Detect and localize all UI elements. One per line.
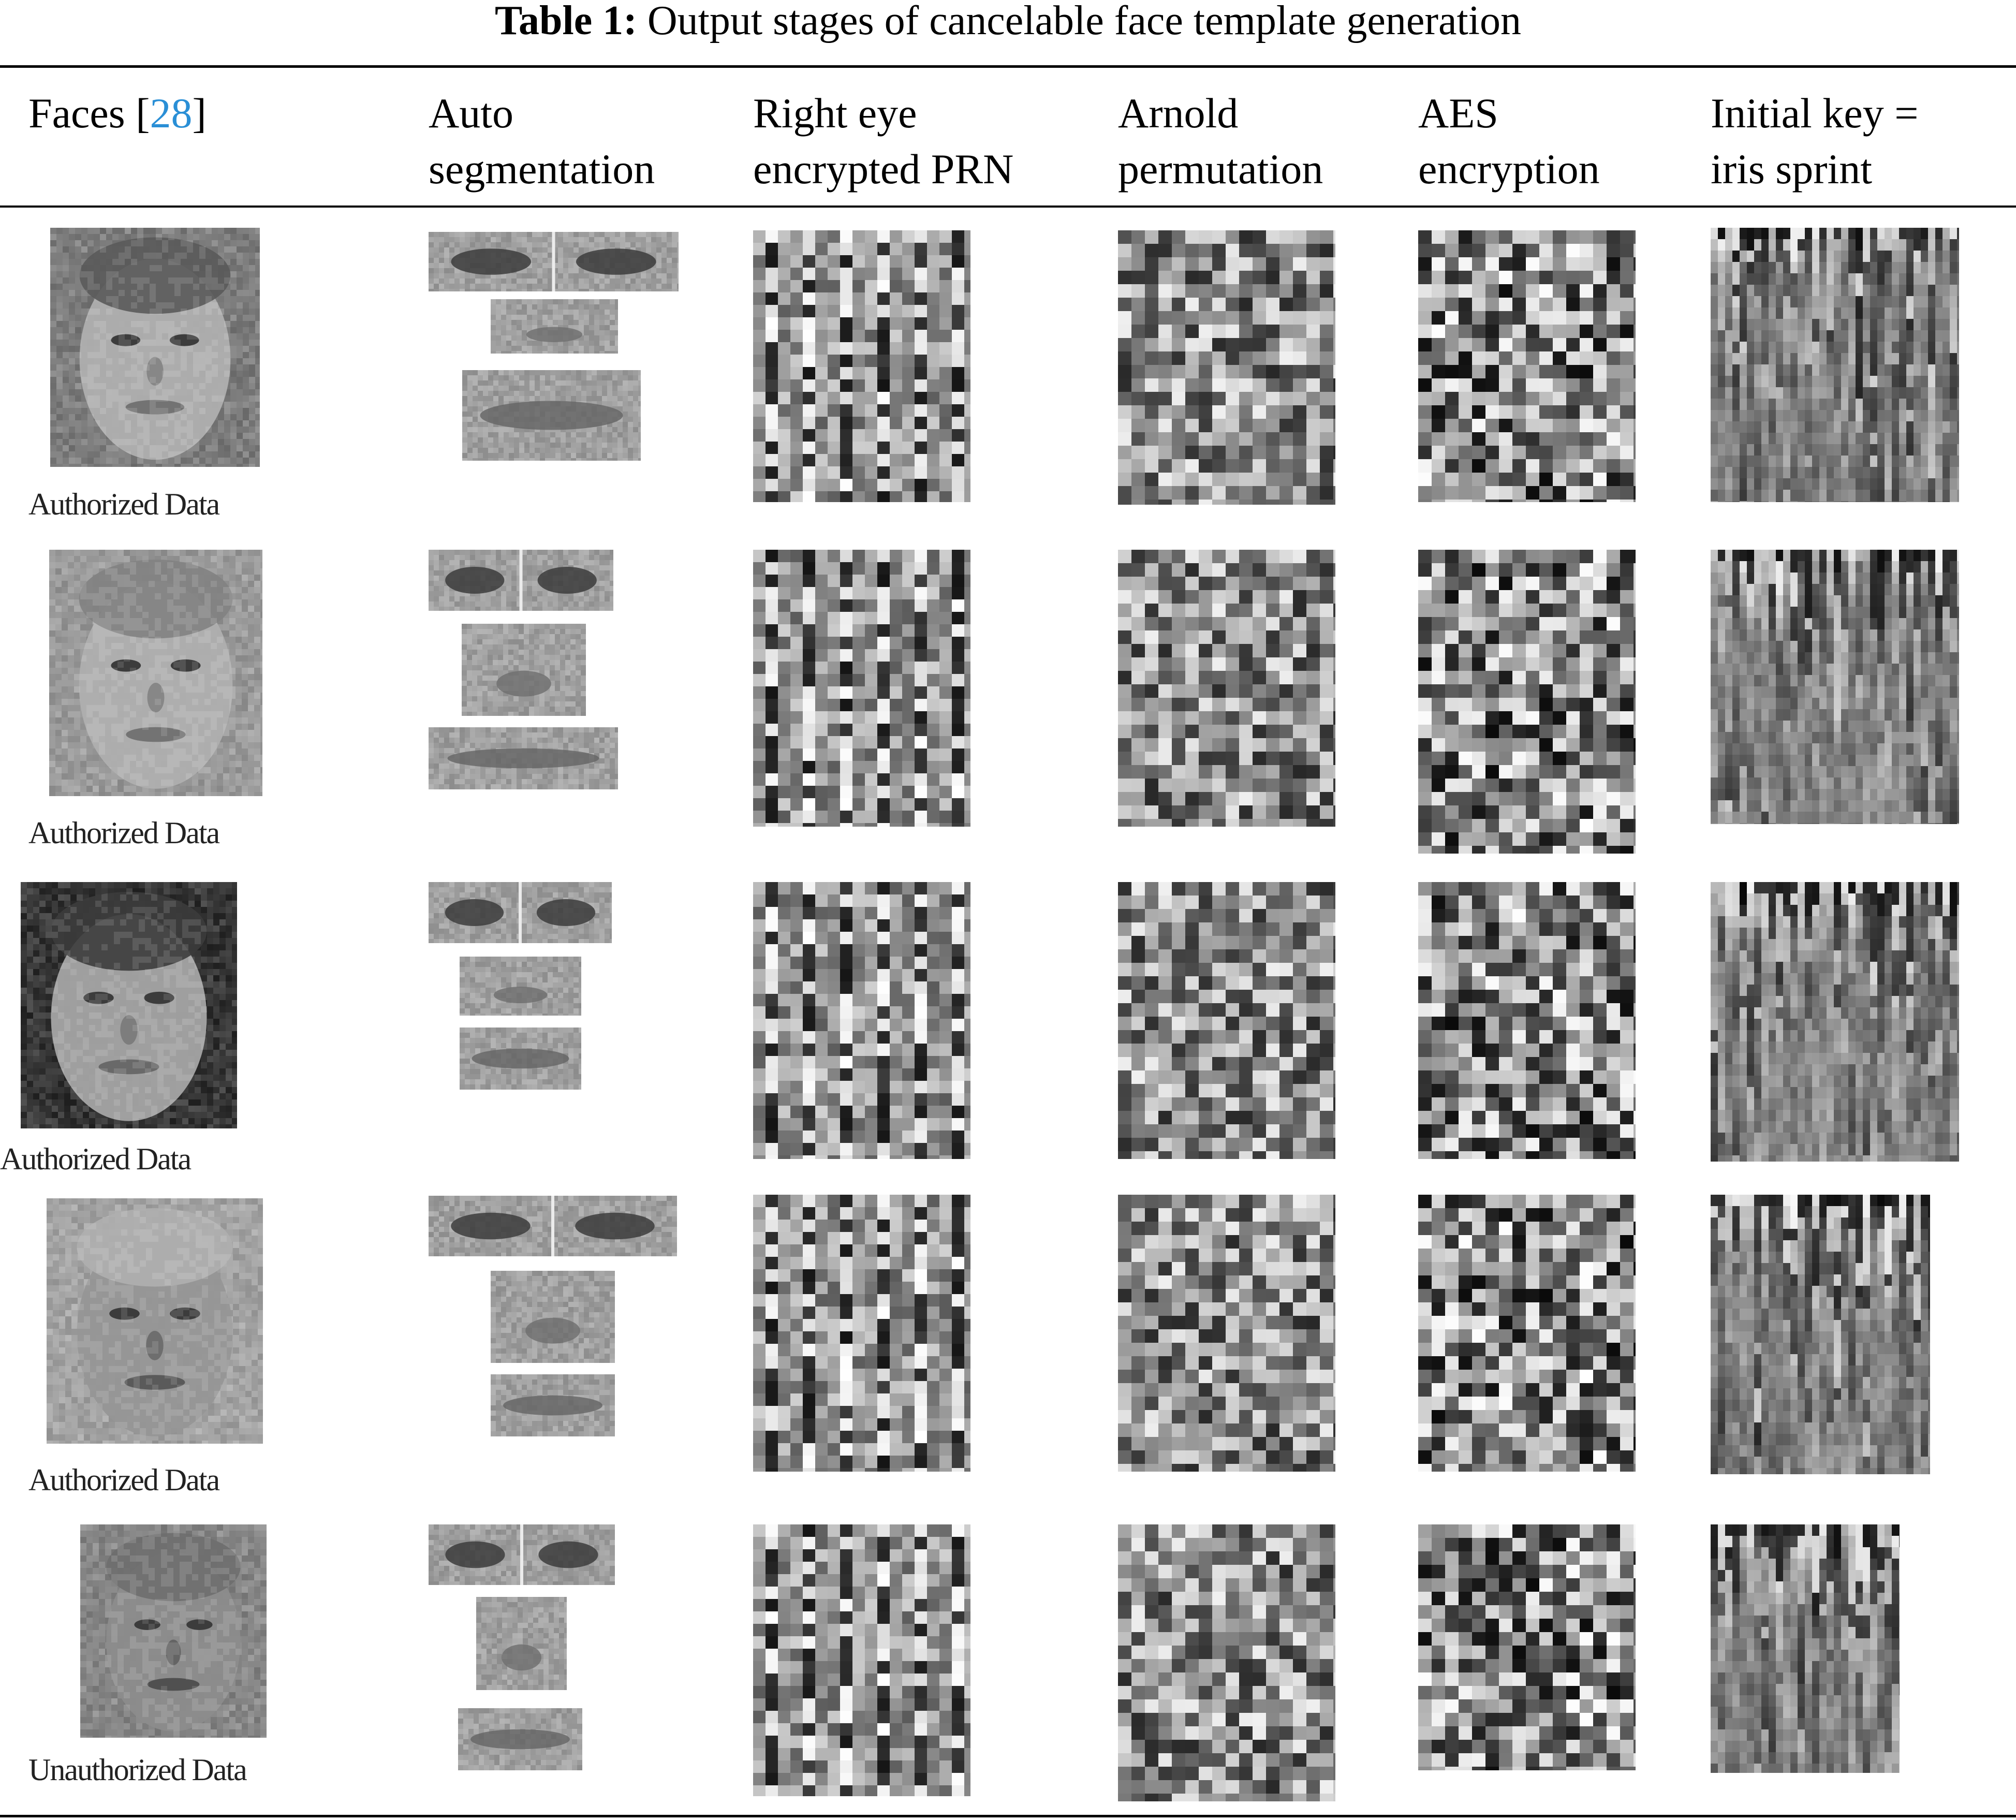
prn-image — [753, 230, 970, 502]
table-top-rule — [0, 65, 2016, 68]
prn-image — [753, 1524, 970, 1796]
aes-image — [1418, 230, 1636, 502]
prn-image — [753, 550, 970, 827]
header-initial-key: Initial key = iris sprint — [1711, 85, 1918, 197]
iris-key-image — [1711, 1195, 1930, 1474]
header-faces: Faces [28] — [28, 85, 207, 141]
face-data-label: Authorized Data — [28, 1462, 220, 1498]
aes-image — [1418, 550, 1636, 854]
iris-key-image — [1711, 228, 1959, 502]
prn-image — [753, 882, 970, 1159]
citation-link[interactable]: 28 — [150, 90, 193, 137]
face-image — [50, 228, 260, 467]
face-image — [49, 550, 262, 796]
aes-image — [1418, 1524, 1636, 1770]
segment-nose — [491, 1271, 615, 1363]
face-image — [21, 882, 237, 1128]
segment-nose — [491, 299, 618, 354]
face-image — [80, 1524, 267, 1738]
segment-nose — [462, 624, 586, 716]
aes-image — [1418, 1195, 1636, 1472]
segment-eyes — [429, 1196, 677, 1256]
segment-eyes — [429, 232, 679, 291]
segment-mouth — [460, 1028, 581, 1090]
iris-key-image — [1711, 1524, 1900, 1773]
face-data-label: Authorized Data — [0, 1141, 192, 1177]
face-data-label: Authorized Data — [28, 487, 220, 522]
iris-key-image — [1711, 550, 1959, 824]
iris-key-image — [1711, 882, 1959, 1162]
table-header-rule — [0, 206, 2016, 208]
face-data-label: Unauthorized Data — [28, 1752, 247, 1788]
segment-eyes — [429, 550, 613, 611]
header-right-eye-prn: Right eye encrypted PRN — [753, 85, 1013, 197]
table-caption: Table 1: Output stages of cancelable fac… — [0, 0, 2016, 49]
arnold-image — [1118, 230, 1335, 505]
aes-image — [1418, 882, 1636, 1159]
segment-mouth — [491, 1374, 615, 1436]
segment-eyes — [429, 882, 612, 943]
table-bottom-rule — [0, 1815, 2016, 1817]
segment-nose — [476, 1597, 567, 1690]
arnold-image — [1118, 882, 1335, 1159]
face-image — [47, 1198, 263, 1444]
segment-eyes — [429, 1524, 615, 1585]
arnold-image — [1118, 1524, 1335, 1801]
segment-mouth — [458, 1708, 582, 1770]
segment-nose — [460, 957, 581, 1016]
header-auto-segmentation: Auto segmentation — [429, 85, 655, 197]
prn-image — [753, 1195, 970, 1472]
caption-text: Output stages of cancelable face templat… — [648, 0, 1521, 43]
arnold-image — [1118, 1195, 1335, 1472]
header-arnold-permutation: Arnold permutation — [1118, 85, 1323, 197]
segment-mouth — [429, 727, 618, 789]
caption-label: Table 1: — [495, 0, 637, 43]
header-aes-encryption: AES encryption — [1418, 85, 1600, 197]
segment-mouth — [462, 370, 641, 461]
arnold-image — [1118, 550, 1335, 827]
face-data-label: Authorized Data — [28, 815, 220, 851]
